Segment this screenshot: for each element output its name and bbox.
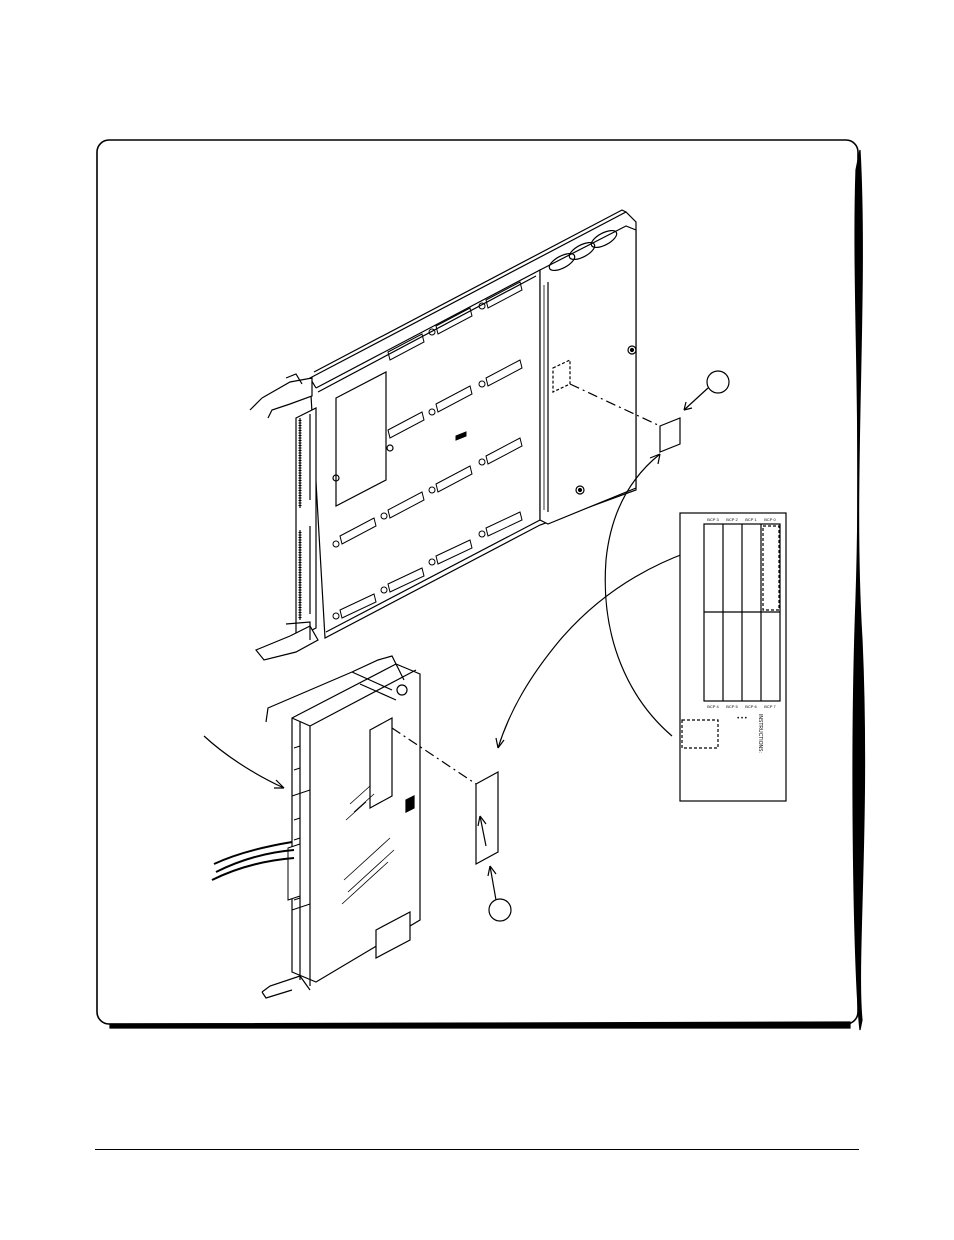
- label-top-board: [660, 371, 729, 452]
- instructions-text: INSTRUCTIONS:: [757, 714, 763, 753]
- slot-label-bottom-1: BCP 4: [707, 704, 719, 709]
- slot-label-top-2: BCP 2: [726, 517, 738, 522]
- slot-label-top-3: BCP 1: [745, 517, 757, 522]
- main-circuit-card: [250, 210, 636, 660]
- label-sheet: [680, 513, 786, 801]
- footer-rule: [95, 1149, 859, 1150]
- slot-label-bottom-2: BCP 5: [726, 704, 738, 709]
- bullet-dots: • • •: [737, 716, 747, 722]
- label-module: [476, 772, 511, 921]
- plug-in-module: [204, 656, 420, 998]
- slot-label-top-4: BCP 0: [764, 517, 776, 522]
- slot-label-bottom-3: BCP 6: [745, 704, 757, 709]
- slot-label-top-1: BCP 3: [707, 517, 719, 522]
- slot-label-bottom-4: BCP 7: [764, 704, 776, 709]
